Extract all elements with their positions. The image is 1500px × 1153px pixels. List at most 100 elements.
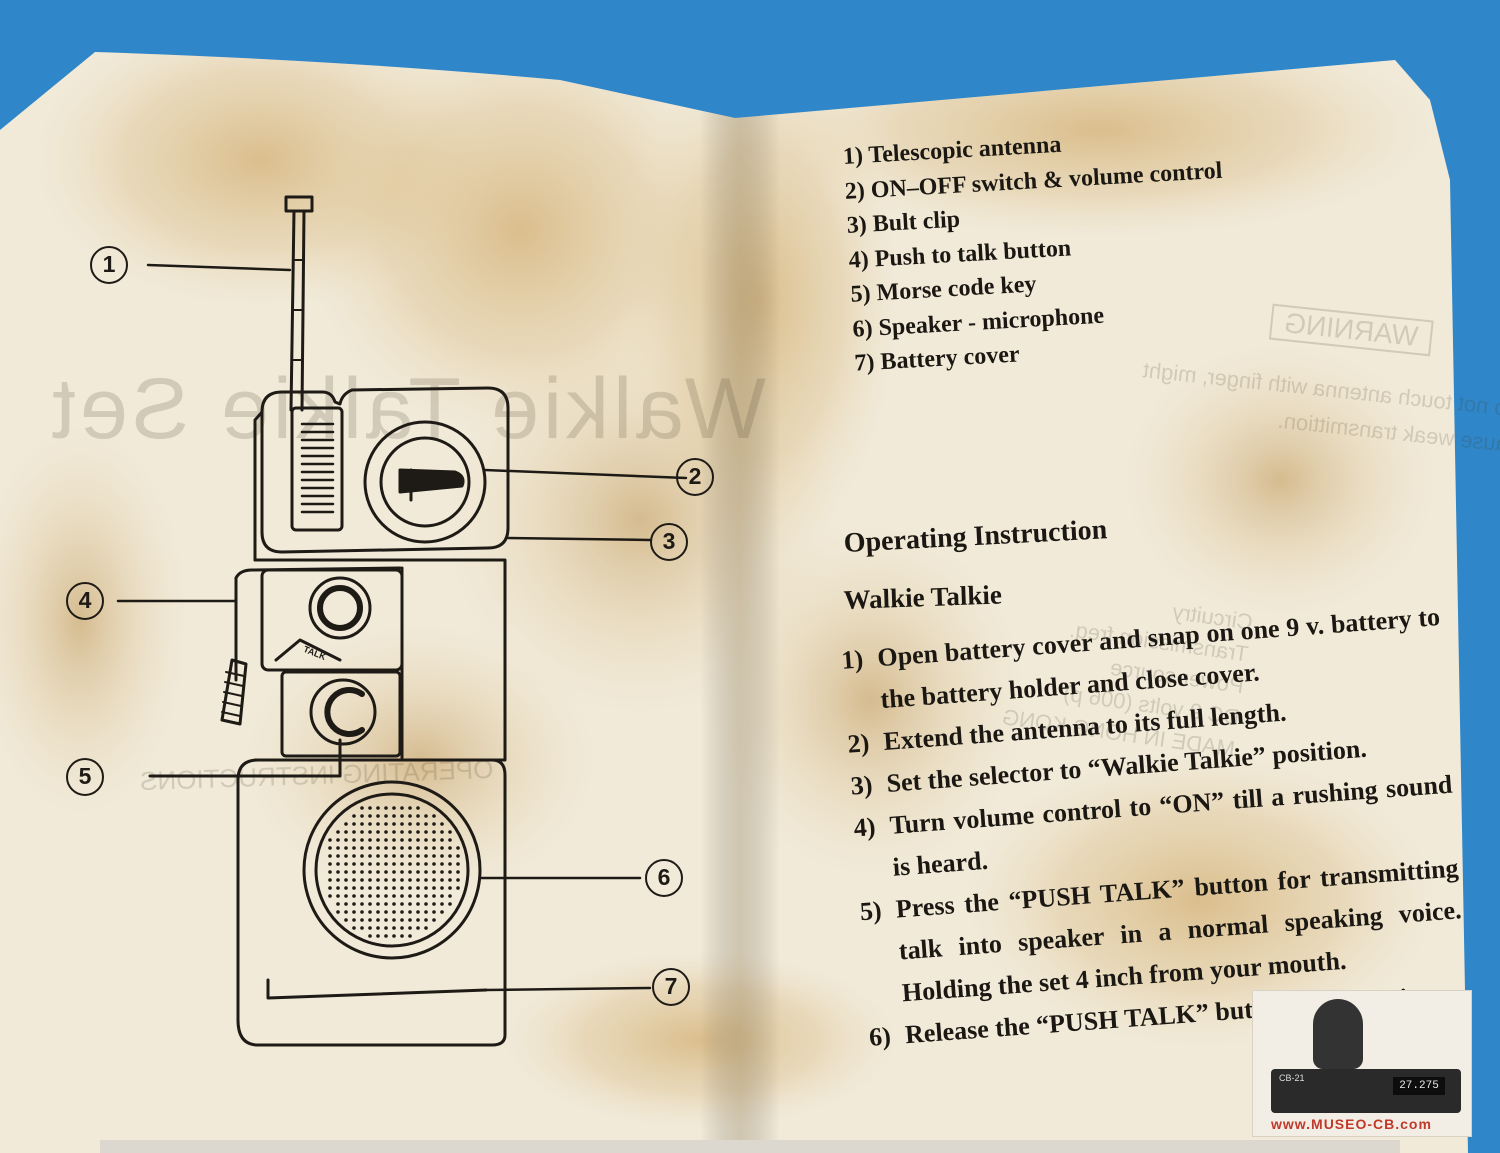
grille-dot (344, 854, 348, 858)
grille-dot (424, 846, 428, 850)
grille-dot (352, 886, 356, 890)
grille-dot (376, 862, 380, 866)
top-housing-drawing (253, 386, 510, 562)
grille-dot (384, 910, 388, 914)
grille-dot (392, 910, 396, 914)
grille-dot (352, 878, 356, 882)
grille-dot (432, 838, 436, 842)
grille-dot (384, 822, 388, 826)
grille-dot (424, 902, 428, 906)
grille-dot (352, 894, 356, 898)
grille-dot (384, 846, 388, 850)
grille-dot (368, 926, 372, 930)
grille-dot (448, 886, 452, 890)
grille-dot (368, 894, 372, 898)
museo-cb-watermark: CB-21 27.275 www.MUSEO-CB.com (1252, 990, 1472, 1137)
grille-dot (432, 846, 436, 850)
grille-dot (456, 886, 460, 890)
grille-dot (408, 894, 412, 898)
grille-dot (376, 894, 380, 898)
grille-dot (392, 926, 396, 930)
grille-dot (336, 886, 340, 890)
grille-dot (344, 846, 348, 850)
grille-dot (400, 934, 404, 938)
grille-dot (344, 838, 348, 842)
radio-model-label: CB-21 (1279, 1073, 1305, 1083)
grille-dot (376, 902, 380, 906)
grille-dot (432, 870, 436, 874)
grille-dot (432, 902, 436, 906)
grille-dot (408, 902, 412, 906)
grille-dot (344, 870, 348, 874)
leader-lines (116, 263, 688, 992)
grille-dot (392, 862, 396, 866)
grille-dot (336, 862, 340, 866)
step-number: 4) (852, 811, 877, 843)
grille-dot (360, 878, 364, 882)
grille-dot (360, 806, 364, 810)
grille-dot (416, 918, 420, 922)
grille-dot (392, 902, 396, 906)
grille-dot (368, 918, 372, 922)
grille-dot (352, 870, 356, 874)
grille-dot (392, 846, 396, 850)
grille-dot (400, 894, 404, 898)
grille-dot (384, 926, 388, 930)
grille-dot (440, 846, 444, 850)
grille-dot (432, 910, 436, 914)
grille-dot (376, 934, 380, 938)
grille-dot (424, 894, 428, 898)
grille-dot (336, 870, 340, 874)
grille-dot (400, 878, 404, 882)
grille-dot (416, 806, 420, 810)
grille-dot (432, 854, 436, 858)
grille-dot (408, 822, 412, 826)
grille-dot (376, 926, 380, 930)
grille-dot (352, 926, 356, 930)
grille-dot (392, 854, 396, 858)
grille-dot (384, 934, 388, 938)
grille-dot (328, 886, 332, 890)
grille-dot (416, 862, 420, 866)
grille-dot (344, 878, 348, 882)
grille-dot (344, 886, 348, 890)
grille-dot (440, 854, 444, 858)
grille-dot (408, 806, 412, 810)
grille-dot (424, 926, 428, 930)
grille-dot (368, 910, 372, 914)
grille-dot (440, 822, 444, 826)
grille-dot (416, 926, 420, 930)
operating-subtitle: Walkie Talkie (843, 579, 1003, 615)
grille-dot (376, 830, 380, 834)
grille-dot (336, 878, 340, 882)
grille-dot (344, 910, 348, 914)
grille-dot (400, 806, 404, 810)
grille-dot (328, 846, 332, 850)
grille-dot (440, 838, 444, 842)
grille-dot (448, 838, 452, 842)
grille-dot (360, 910, 364, 914)
grille-dot (416, 894, 420, 898)
grille-dot (424, 830, 428, 834)
grille-dot (448, 830, 452, 834)
grille-dot (360, 854, 364, 858)
grille-dot (400, 902, 404, 906)
grille-dot (408, 926, 412, 930)
grille-dot (368, 830, 372, 834)
grille-dot (456, 854, 460, 858)
grille-dot (424, 862, 428, 866)
grille-dot (416, 814, 420, 818)
grille-dot (416, 830, 420, 834)
grille-dot (352, 862, 356, 866)
grille-dot (408, 910, 412, 914)
grille-dot (336, 846, 340, 850)
grille-dot (400, 886, 404, 890)
grille-dot (400, 822, 404, 826)
grille-dot (432, 822, 436, 826)
grille-dot (384, 886, 388, 890)
grille-dot (368, 854, 372, 858)
grille-dot (376, 870, 380, 874)
grille-dot (400, 910, 404, 914)
grille-dot (336, 910, 340, 914)
